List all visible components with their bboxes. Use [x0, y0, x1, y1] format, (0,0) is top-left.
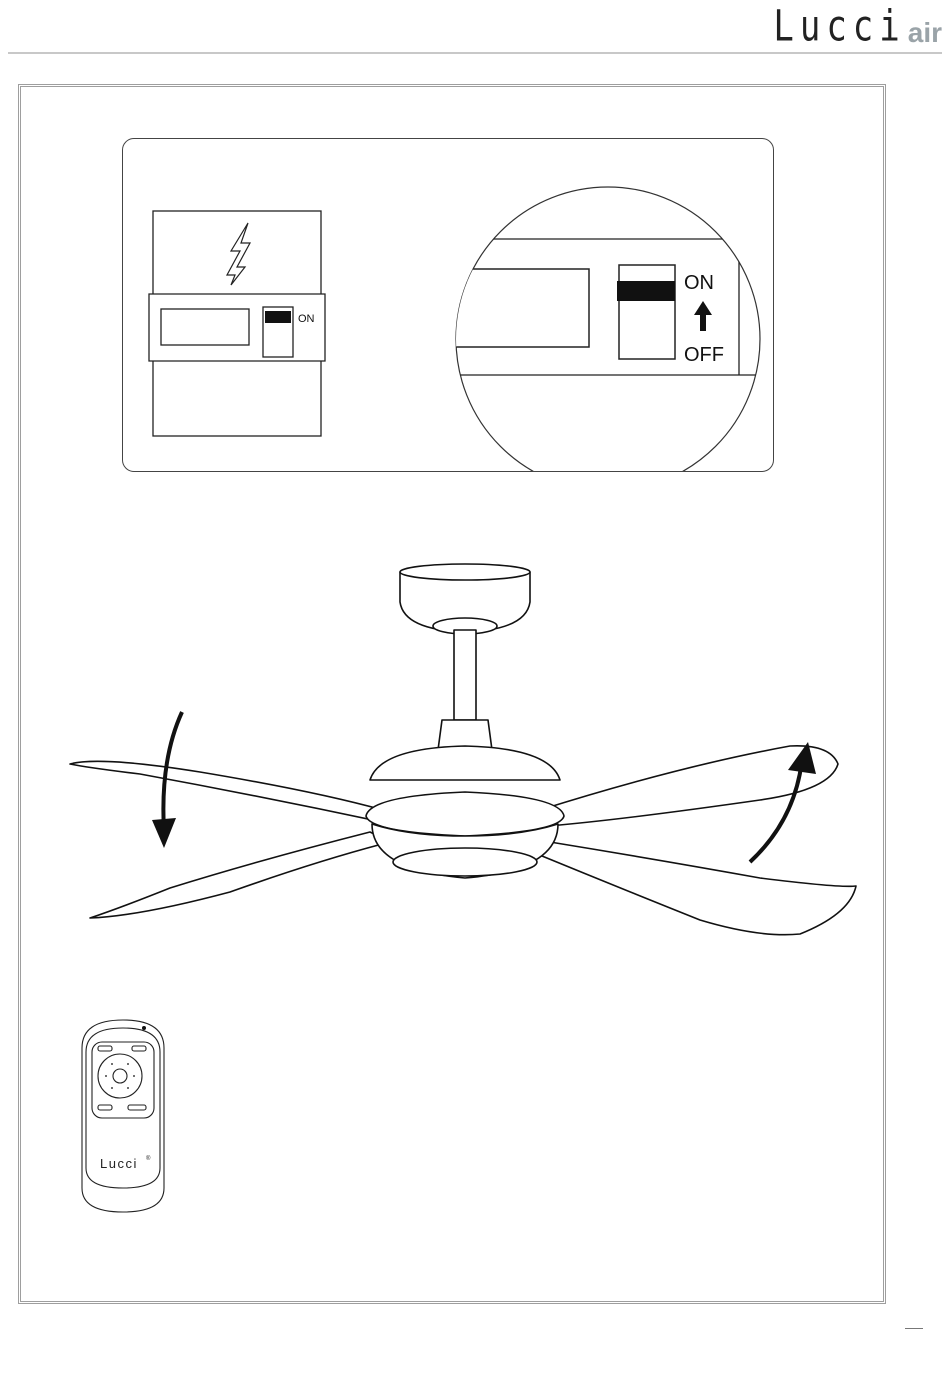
- remote-button-bottom-right: [128, 1105, 146, 1110]
- ceiling-fan-illustration: [60, 560, 870, 940]
- fan-light-lens: [393, 848, 537, 876]
- zoom-on-label: ON: [684, 272, 714, 294]
- breaker-label-slot: [161, 309, 249, 345]
- rotation-arrow-down-icon: [152, 818, 176, 848]
- zoom-switch-body: [619, 265, 675, 359]
- remote-button-bottom-left: [98, 1105, 112, 1110]
- remote-dial-center: [113, 1069, 127, 1083]
- zoom-off-label: OFF: [684, 344, 724, 366]
- remote-button-top-left: [98, 1046, 112, 1051]
- zoom-switch-toggle: [617, 281, 675, 301]
- brand-logo: Lucci air: [773, 6, 942, 48]
- fan-blade-left-back: [70, 761, 390, 822]
- fan-blade-right-front: [542, 842, 856, 935]
- switch-diagram: ON ON OFF: [123, 139, 774, 472]
- page-marker: [905, 1328, 923, 1329]
- brand-logo-name: Lucci: [773, 6, 905, 49]
- remote-brand-label: Lucci: [100, 1156, 138, 1171]
- fan-downrod: [454, 630, 476, 720]
- small-switch-toggle: [265, 311, 291, 323]
- zoom-label-slot: [433, 269, 589, 347]
- small-switch-on-label: ON: [298, 313, 315, 325]
- remote-registered-mark: ®: [146, 1155, 151, 1162]
- header-divider: [8, 52, 942, 54]
- fan-blade-right-back: [540, 746, 838, 826]
- brand-logo-suffix: air: [908, 18, 942, 48]
- fan-blade-left-front: [90, 832, 390, 918]
- remote-button-top-right: [132, 1046, 146, 1051]
- switch-diagram-panel: ON ON OFF: [122, 138, 774, 472]
- fan-motor-upper: [370, 746, 560, 780]
- fan-canopy-top: [400, 564, 530, 580]
- remote-led-indicator: [142, 1026, 146, 1030]
- remote-control: Lucci ®: [78, 1018, 168, 1214]
